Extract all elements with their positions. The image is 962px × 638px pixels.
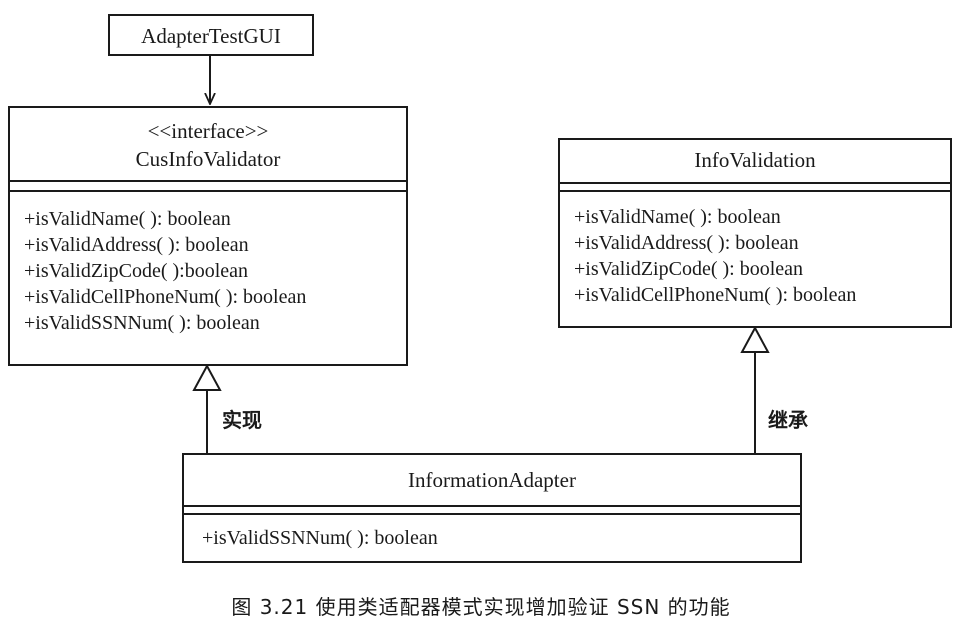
figure-caption: 图 3.21 使用类适配器模式实现增加验证 SSN 的功能: [231, 595, 731, 619]
operation-item: +isValidZipCode( ):boolean: [24, 260, 249, 282]
operation-item: +isValidSSNNum( ): boolean: [24, 312, 260, 334]
operation-list: +isValidName( ): boolean +isValidAddress…: [24, 206, 400, 336]
operation-item: +isValidCellPhoneNum( ): boolean: [24, 286, 307, 308]
operation-item: +isValidName( ): boolean: [574, 206, 781, 228]
operations-divider: [10, 190, 406, 192]
inheritance-label: 继承: [768, 408, 808, 432]
operation-item: +isValidSSNNum( ): boolean: [202, 527, 438, 549]
operation-item: +isValidCellPhoneNum( ): boolean: [574, 284, 857, 306]
operation-item: +isValidName( ): boolean: [24, 208, 231, 230]
class-name: AdapterTestGUI: [141, 24, 281, 48]
class-information-adapter: InformationAdapter +isValidSSNNum( ): bo…: [182, 453, 802, 563]
operation-list: +isValidName( ): boolean +isValidAddress…: [574, 204, 944, 308]
class-name: InformationAdapter: [408, 468, 576, 492]
attributes-divider: [184, 505, 800, 507]
operation-item: +isValidAddress( ): boolean: [574, 232, 799, 254]
class-adapter-test-gui: AdapterTestGUI: [108, 14, 314, 56]
operations-divider: [560, 190, 950, 192]
inheritance-triangle-icon: [740, 325, 770, 353]
realization-triangle-icon: [192, 363, 222, 391]
interface-stereotype: <<interface>>: [147, 119, 269, 143]
realization-label: 实现: [222, 408, 262, 432]
attributes-divider: [560, 182, 950, 184]
class-cus-info-validator: <<interface>> CusInfoValidator +isValidN…: [8, 106, 408, 366]
operation-list: +isValidSSNNum( ): boolean: [202, 525, 794, 551]
class-name: InfoValidation: [694, 148, 816, 172]
class-name: CusInfoValidator: [135, 147, 281, 171]
operation-item: +isValidAddress( ): boolean: [24, 234, 249, 256]
attributes-divider: [10, 180, 406, 182]
operation-item: +isValidZipCode( ): boolean: [574, 258, 804, 280]
class-info-validation: InfoValidation +isValidName( ): boolean …: [558, 138, 952, 328]
operations-divider: [184, 513, 800, 515]
